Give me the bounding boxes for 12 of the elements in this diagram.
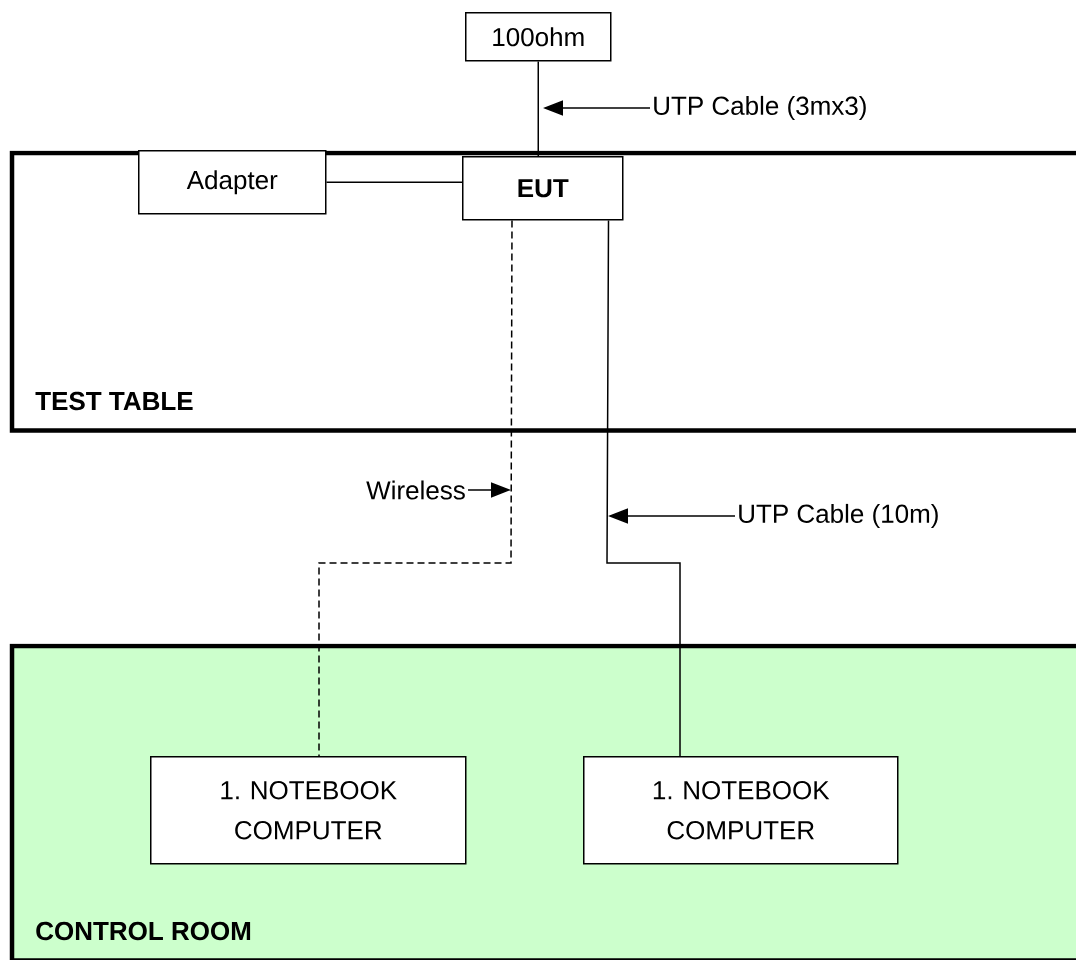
cable-line [325,181,463,183]
cable-line [537,60,539,157]
device-box: 1. NOTEBOOK COMPUTER [583,756,899,865]
device-box: Adapter [138,150,327,215]
cable-line [318,219,513,757]
cable-label: UTP Cable (10m) [739,503,938,529]
cable-label: Wireless [366,480,465,500]
device-box: 1. NOTEBOOK COMPUTER [150,756,467,865]
cable-line [606,219,681,757]
device-box: 100ohm [465,12,612,62]
cable-label: UTP Cable (3mx3) [654,95,866,121]
device-box: EUT [462,156,624,221]
